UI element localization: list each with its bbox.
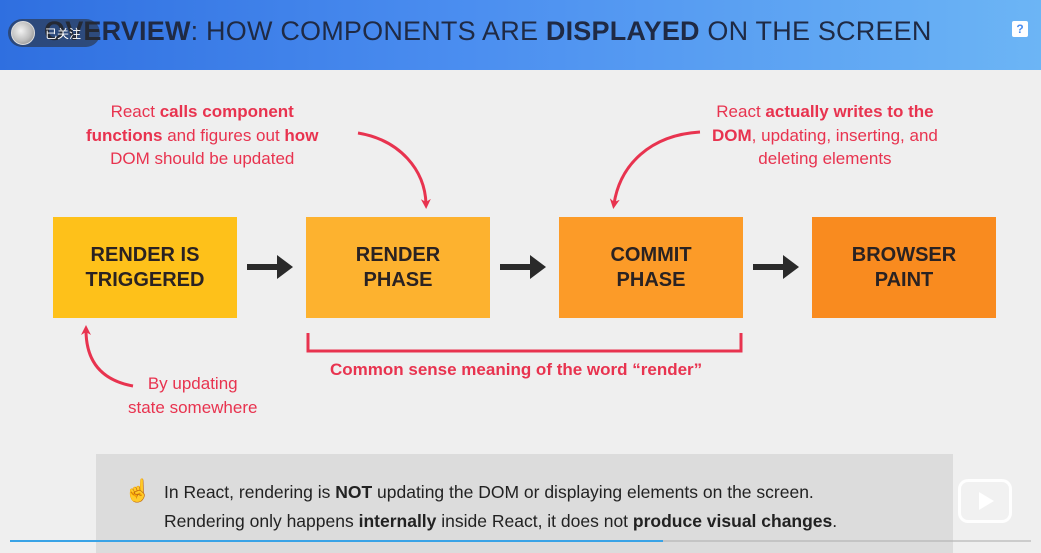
slide-header: OVERVIEW: HOW COMPONENTS ARE DISPLAYED O… <box>0 0 1041 70</box>
bracket-label: Common sense meaning of the word “render… <box>330 360 703 379</box>
flow-arrow-3 <box>753 255 799 279</box>
render-phase-note: React calls component functions and figu… <box>86 102 319 168</box>
render-note-arrow <box>357 131 431 209</box>
trigger-note-arrow <box>81 325 134 388</box>
callout-box <box>96 454 953 553</box>
slide-title: OVERVIEW: HOW COMPONENTS ARE DISPLAYED O… <box>44 16 932 46</box>
flow-arrow-2 <box>500 255 546 279</box>
follow-button[interactable]: 已关注 <box>8 19 100 47</box>
callout-line-1: In React, rendering is NOT updating the … <box>164 482 814 502</box>
play-icon[interactable] <box>958 479 1012 523</box>
flow-arrow-1 <box>247 255 293 279</box>
render-bracket <box>306 333 743 353</box>
commit-note-arrow <box>609 130 701 209</box>
progress-fill <box>10 540 664 542</box>
avatar[interactable] <box>11 21 35 45</box>
callout-line-2: Rendering only happens internally inside… <box>164 511 838 531</box>
commit-phase-note: React actually writes to the DOM, updati… <box>712 102 938 168</box>
follow-label: 已关注 <box>45 26 82 41</box>
trigger-note: By updating state somewhere <box>128 374 258 417</box>
pointing-hand-icon: ☝ <box>124 478 152 503</box>
help-icon[interactable]: ? <box>1012 21 1028 37</box>
